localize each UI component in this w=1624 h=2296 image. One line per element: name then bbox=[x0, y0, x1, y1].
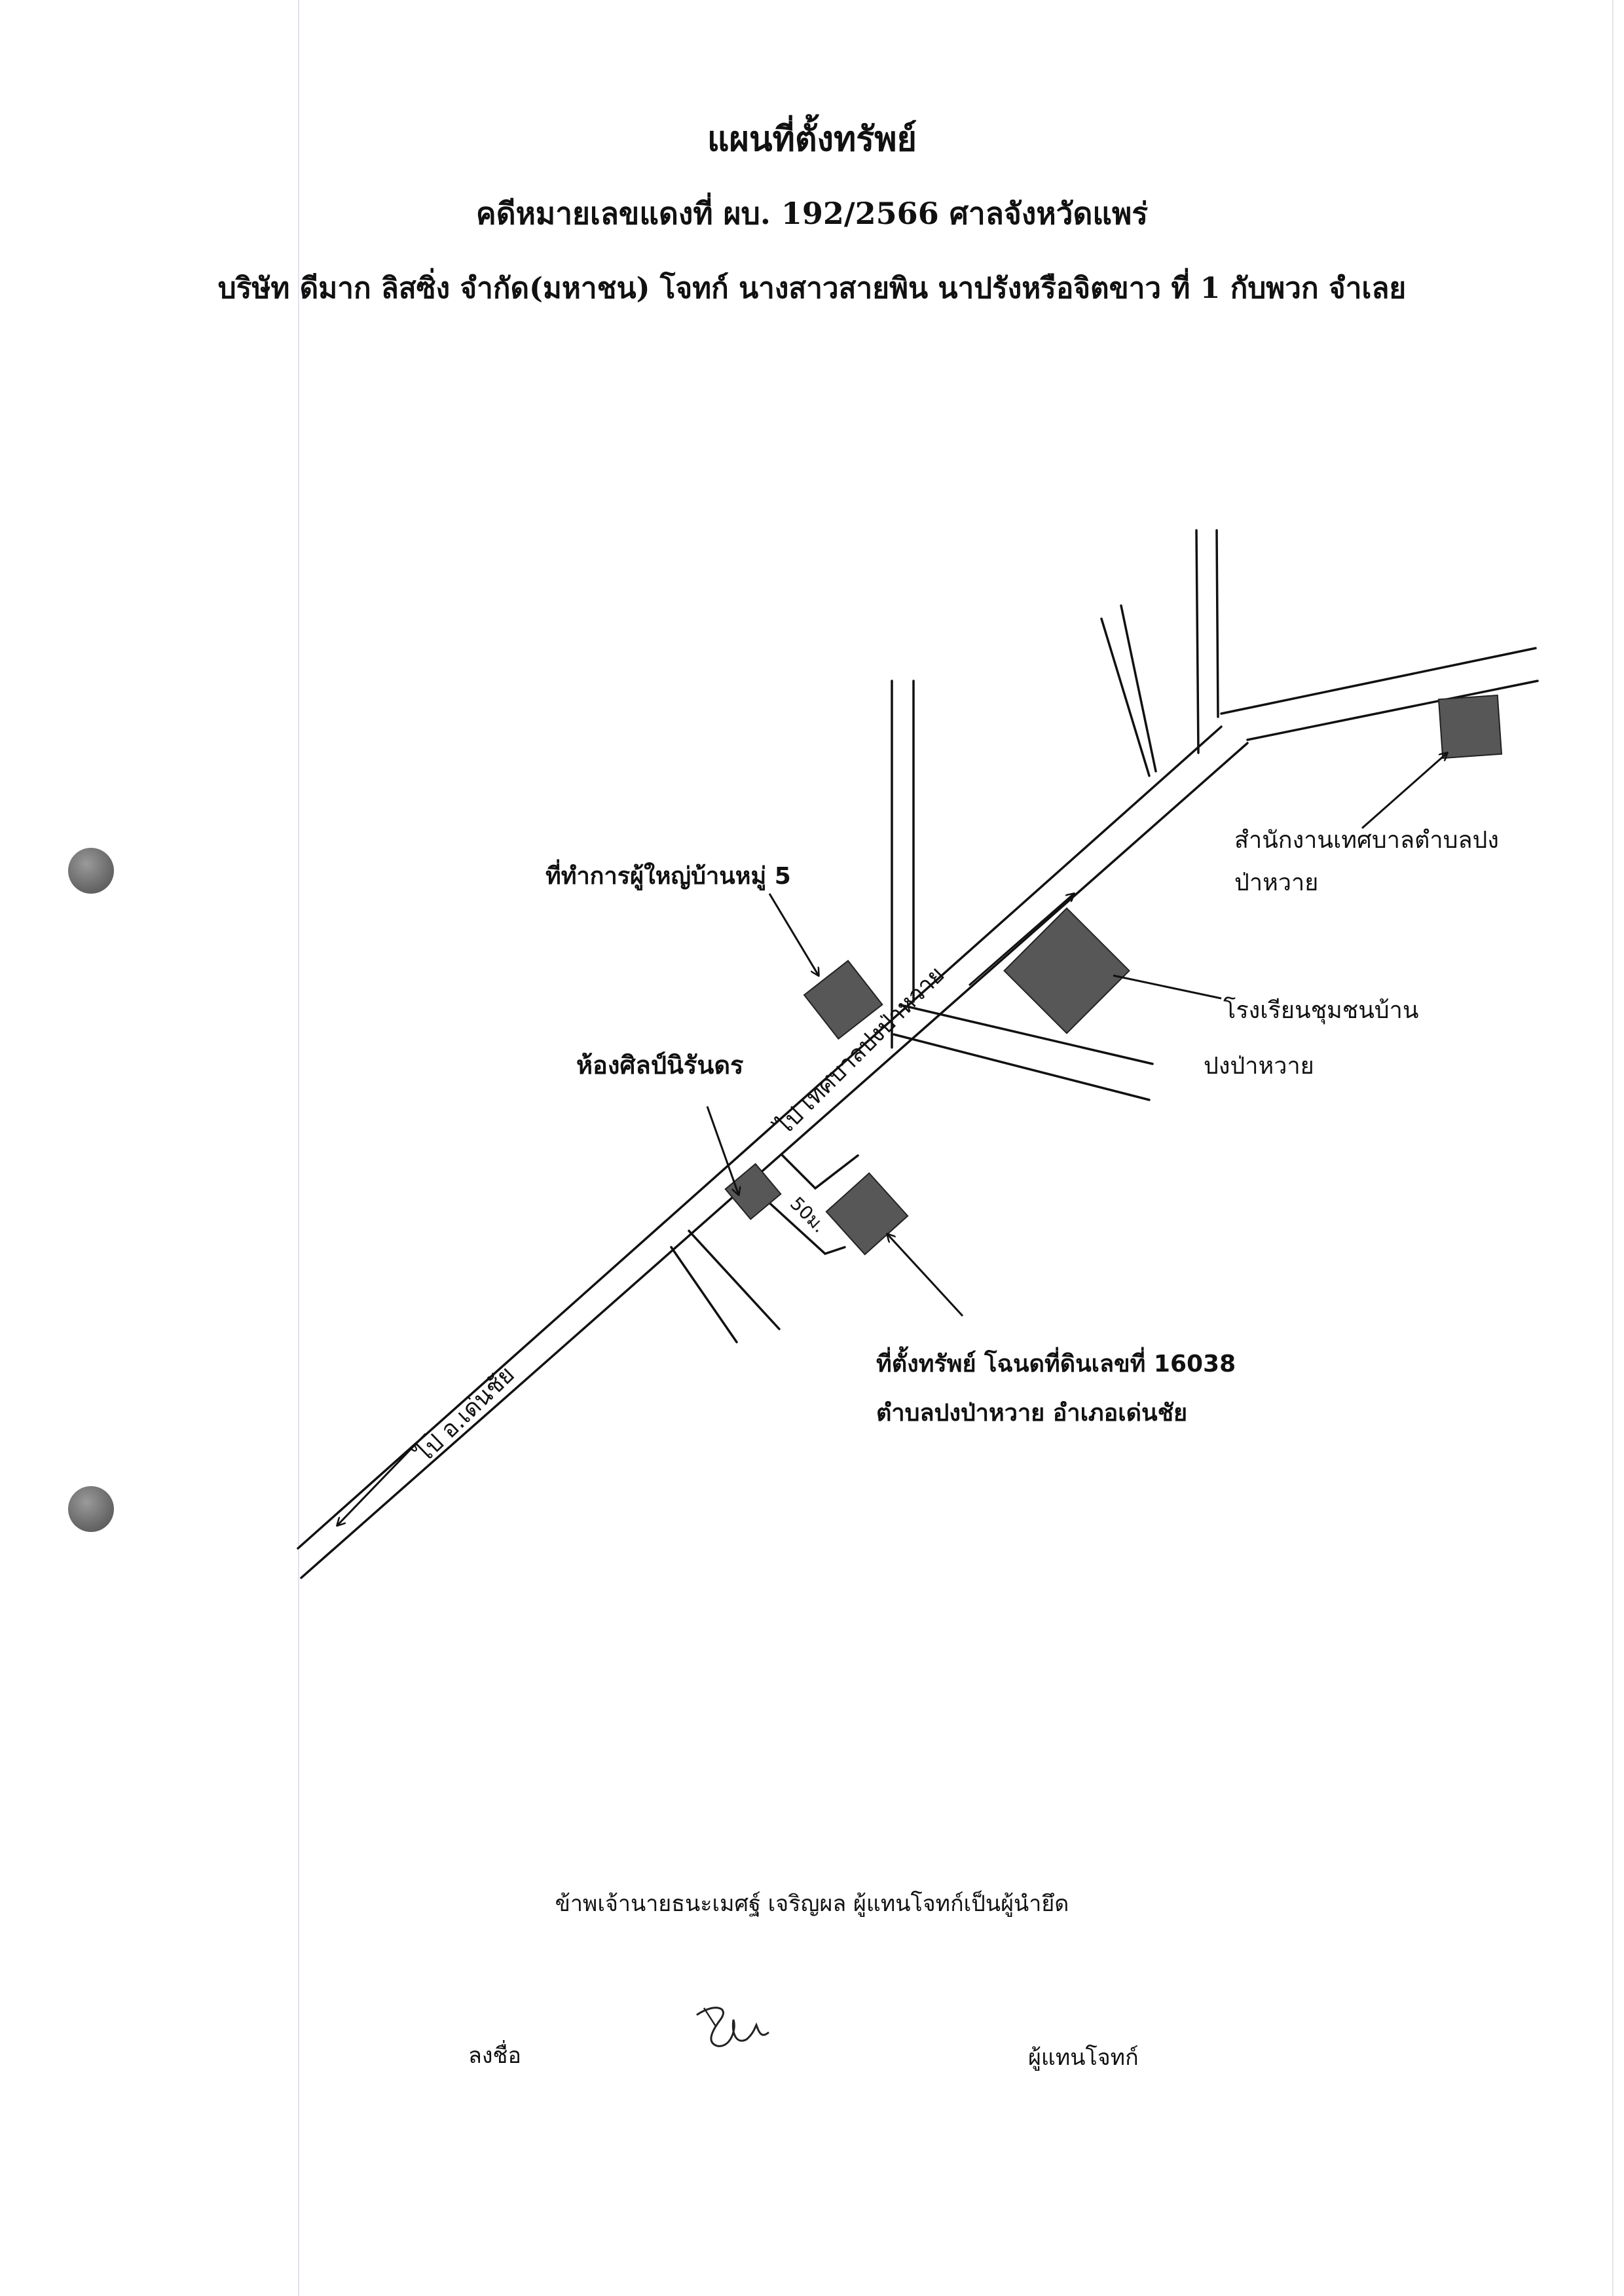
parties-line: บริษัท ดีมาก ลิสซิ่ง จำกัด(มหาชน) โจทก์ … bbox=[217, 272, 1407, 305]
document-title: แผนที่ตั้งทรัพย์ bbox=[707, 119, 917, 159]
sign-label: ลงชื่อ bbox=[468, 2043, 521, 2069]
certification-statement: ข้าพเจ้านายธนะเมศฐ์ เจริญผล ผู้แทนโจทก์เ… bbox=[555, 1891, 1069, 1917]
property-lane-upper bbox=[781, 1154, 859, 1190]
arrow-to-den-chai bbox=[337, 1432, 427, 1525]
handwritten-signature bbox=[696, 2007, 769, 2047]
main-road-edge-lower bbox=[300, 742, 1249, 1579]
case-number-line: คดีหมายเลขแดงที่ ผบ. 192/2566 ศาลจังหวัด… bbox=[475, 196, 1149, 231]
page-edge-left bbox=[298, 0, 299, 2296]
north-branch-road-left bbox=[1100, 617, 1151, 777]
label-municipal-office-2: ป่าหวาย bbox=[1234, 869, 1318, 896]
label-property-1: ที่ตั้งทรัพย์ โฉนดที่ดินเลขที่ 16038 bbox=[876, 1346, 1236, 1377]
north-road-edge-right bbox=[1215, 529, 1219, 718]
page-edge-right bbox=[1612, 0, 1614, 2296]
arrow-to-municipality bbox=[969, 894, 1074, 987]
label-village-head-office: ที่ทำการผู้ใหญ่บ้านหมู่ 5 bbox=[545, 859, 791, 891]
property-lane-lower bbox=[748, 1184, 846, 1255]
main-road-edge-upper bbox=[297, 725, 1223, 1550]
punch-hole-bottom bbox=[68, 1486, 114, 1532]
school-road-edge-upper bbox=[899, 1004, 1154, 1065]
municipal-office-building bbox=[1437, 694, 1503, 759]
arrow-village-head-office bbox=[768, 893, 819, 975]
label-school-2: ปงป่าหวาย bbox=[1204, 1053, 1314, 1080]
south-road-edge-right bbox=[688, 1230, 781, 1330]
label-art-shop: ห้องศิลป์นิรันดร bbox=[576, 1051, 744, 1080]
punch-hole-top bbox=[68, 848, 114, 894]
north-road-edge-left bbox=[1195, 529, 1200, 754]
south-road-edge-left bbox=[670, 1246, 738, 1343]
east-road-edge-lower bbox=[1246, 680, 1539, 741]
arrow-property bbox=[887, 1234, 964, 1317]
east-road-edge-upper bbox=[1220, 647, 1537, 715]
label-distance: 50ม. bbox=[786, 1193, 830, 1237]
label-school-1: โรงเรียนชุมชนบ้าน bbox=[1223, 996, 1418, 1025]
label-municipal-office-1: สำนักงานเทศบาลตำบลปง bbox=[1234, 827, 1499, 854]
label-property-2: ตำบลปงป่าหวาย อำเภอเด่นชัย bbox=[876, 1400, 1187, 1427]
representative-label: ผู้แทนโจทก์ bbox=[1028, 2045, 1139, 2071]
school-building bbox=[1003, 907, 1130, 1034]
label-road-to-den-chai: ไป อ.เด่นชัย bbox=[409, 1360, 520, 1468]
village-head-office-building bbox=[803, 960, 883, 1040]
school-leader-line bbox=[1113, 974, 1222, 1000]
school-road-edge-lower bbox=[893, 1033, 1151, 1101]
arrow-art-shop bbox=[706, 1106, 739, 1195]
arrow-municipal-office bbox=[1361, 753, 1447, 829]
north-branch-road-right bbox=[1120, 604, 1157, 773]
art-shop-building bbox=[724, 1163, 782, 1220]
